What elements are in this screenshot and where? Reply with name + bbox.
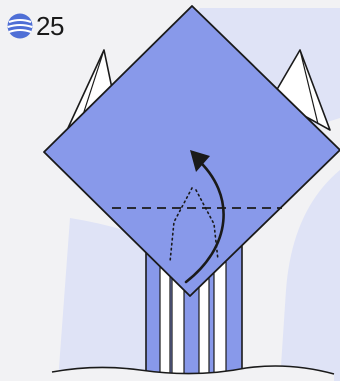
step-number: 25 [36, 11, 64, 41]
backdrop-shape-left [58, 218, 150, 381]
step-badge: 25 [6, 11, 64, 41]
hidden-edges-left [169, 187, 193, 263]
right-ear-crease [299, 49, 319, 125]
fold-up-arrowhead [190, 150, 210, 172]
water-line [52, 366, 334, 381]
backdrop-shape-right [280, 170, 340, 381]
globe-icon [7, 13, 33, 39]
water-line-stroke [51, 365, 335, 375]
fold-up-arrow [184, 156, 225, 284]
